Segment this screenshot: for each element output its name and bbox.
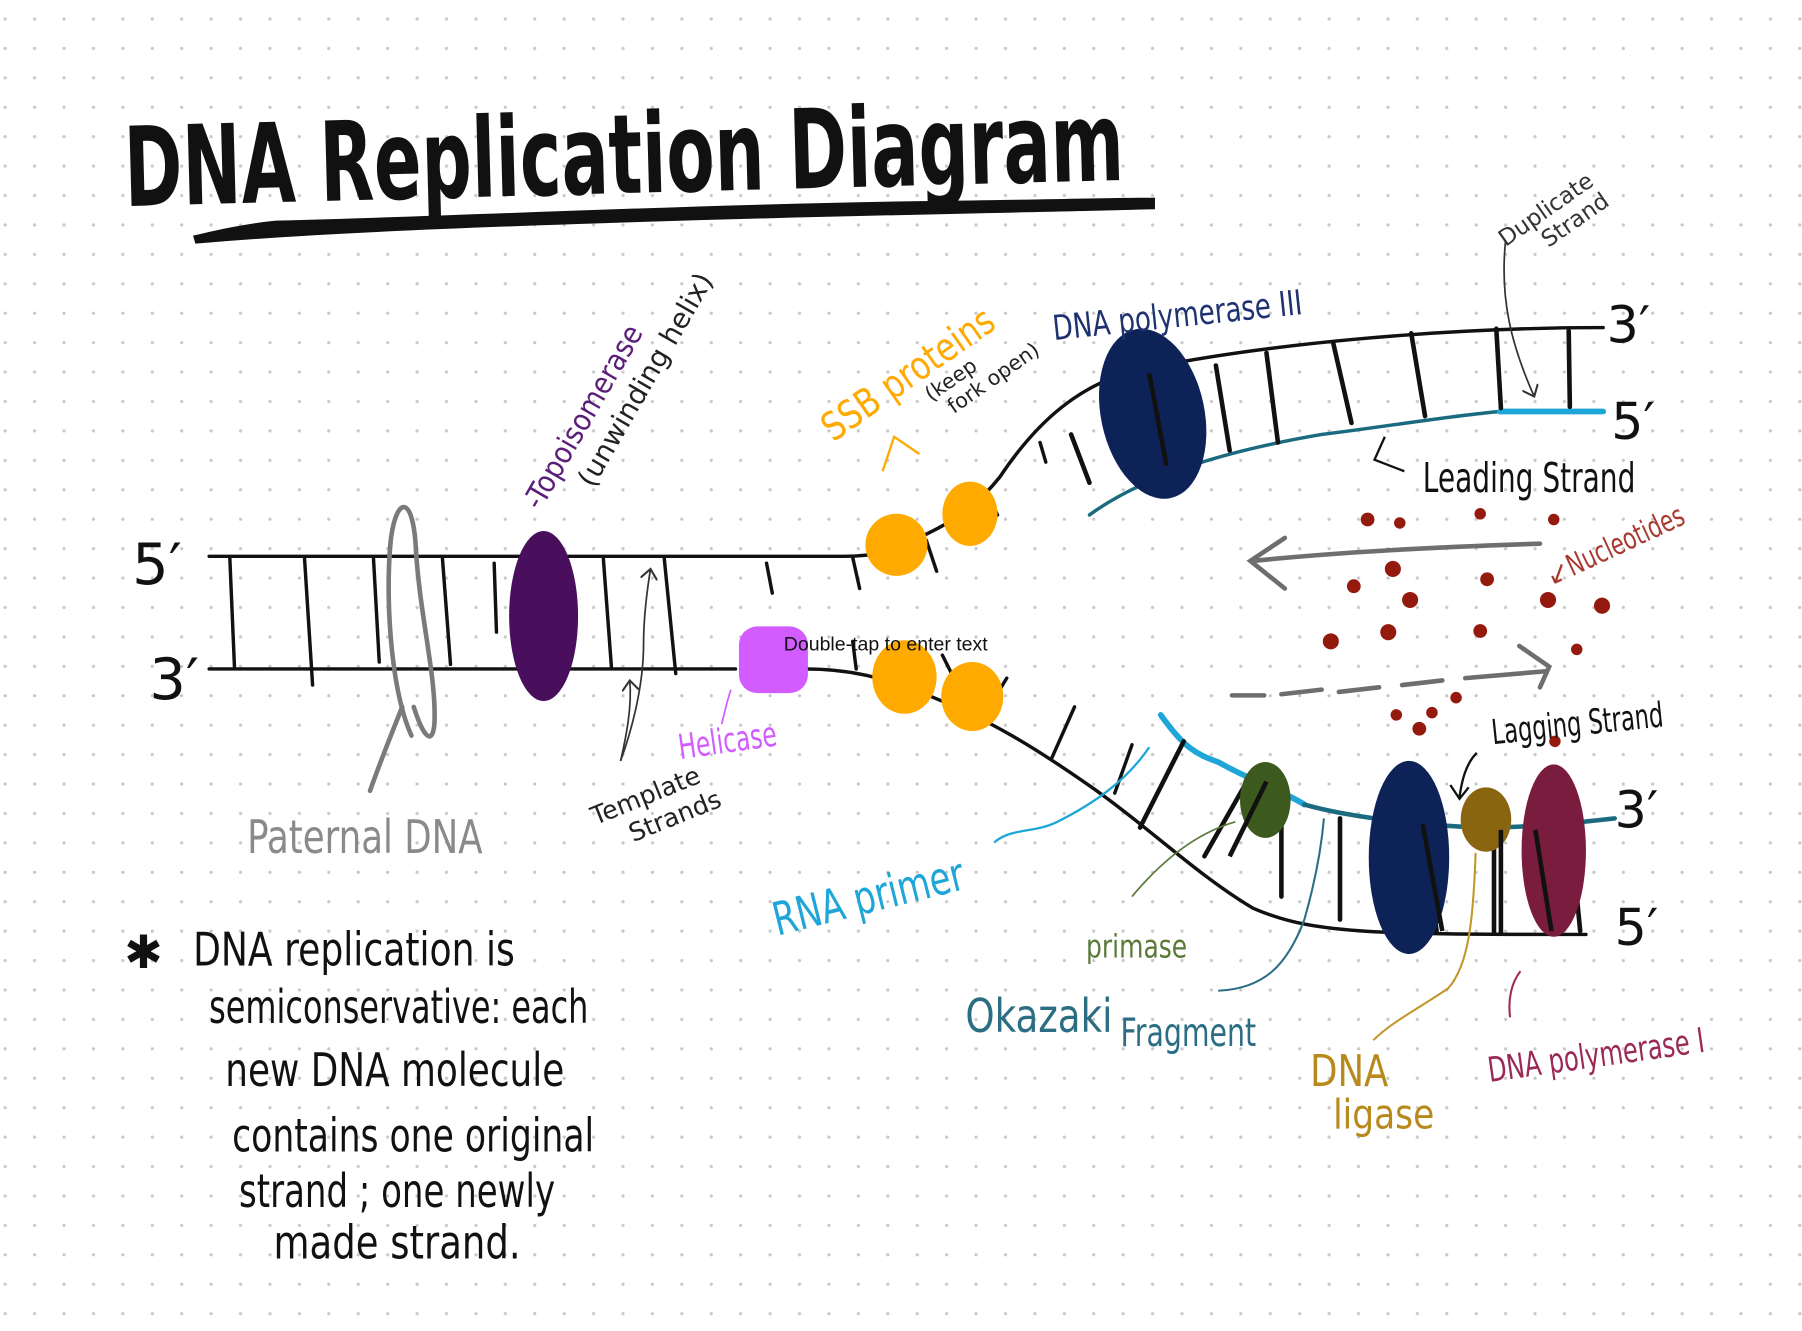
nucleotide xyxy=(1402,591,1419,609)
note-line-6: made strand. xyxy=(274,1216,521,1270)
nucleotide xyxy=(1480,572,1495,587)
nucleotide xyxy=(1384,560,1401,577)
duplicate-strand-pointer xyxy=(1503,241,1534,396)
note-line-5: strand ; one newly xyxy=(239,1164,555,1218)
nucleotide xyxy=(1473,624,1488,638)
left-end-5prime: 5′ xyxy=(132,531,182,598)
label-ligase-2: ligase xyxy=(1333,1091,1434,1139)
label-okazaki-1: Okazaki xyxy=(965,989,1112,1043)
leading-strand-arrow xyxy=(1372,436,1405,473)
leading-end-5prime: 5′ xyxy=(1611,392,1655,451)
left-end-3prime: 3′ xyxy=(149,646,199,713)
parental-dna-loop xyxy=(367,504,437,794)
base-pair-in-primase xyxy=(1227,780,1269,858)
template-strand-arrows xyxy=(619,569,651,762)
base-pair-in-pol1 xyxy=(1533,829,1554,932)
base-pair-in-polymerase xyxy=(1146,373,1169,466)
label-parental-dna: Paternal DNA xyxy=(247,810,483,864)
topoisomerase-blob[interactable] xyxy=(509,531,579,702)
title-underline xyxy=(193,197,1155,244)
lagging-end-5prime: 5′ xyxy=(1615,898,1659,957)
lagging-direction-arrow[interactable] xyxy=(1229,643,1553,698)
label-primase: primase xyxy=(1086,927,1187,965)
nucleotide xyxy=(1450,691,1462,704)
nucleotide xyxy=(1593,597,1611,614)
helicase-pointer xyxy=(720,689,732,725)
nucleotide xyxy=(1360,512,1375,527)
base-pair-in-pol3-lagging xyxy=(1420,823,1445,932)
nucleotide xyxy=(1322,633,1339,650)
dna-polymerase-iii-blob-lagging[interactable] xyxy=(1368,760,1450,954)
rna-primer-pointer xyxy=(993,746,1151,844)
dna-ligase-blob[interactable] xyxy=(1460,787,1512,852)
label-ligase-1: DNA xyxy=(1310,1046,1388,1097)
nucleotide xyxy=(1571,643,1583,656)
note-line-3: new DNA molecule xyxy=(225,1043,564,1097)
nucleotide xyxy=(1426,706,1438,719)
nucleotides xyxy=(1322,508,1611,748)
helicase-blob[interactable] xyxy=(738,626,808,694)
nucleotide xyxy=(1380,624,1397,641)
nucleotide xyxy=(1548,513,1560,526)
leading-end-3prime: 3′ xyxy=(1607,296,1651,355)
ssb-protein-3[interactable] xyxy=(872,640,937,714)
okazaki-pointer xyxy=(1218,818,1325,992)
nucleotide xyxy=(1346,579,1361,594)
nucleotide xyxy=(1539,591,1557,609)
ssb-proteins[interactable] xyxy=(865,481,1004,732)
nucleotide xyxy=(1394,517,1406,529)
primase-pointer xyxy=(1131,820,1236,898)
polymerase-i-pointer xyxy=(1508,970,1522,1018)
nucleotide xyxy=(1390,709,1403,721)
ligase-pointer xyxy=(1372,852,1477,1041)
note-line-4: contains one original xyxy=(232,1109,594,1163)
label-okazaki-2: Fragment xyxy=(1121,1011,1257,1056)
note-line-1: DNA replication is xyxy=(193,922,515,976)
dna-polymerase-iii-blob-leading[interactable] xyxy=(1084,319,1221,509)
label-leading-strand: Leading Strand xyxy=(1423,454,1636,502)
ssb-protein-2[interactable] xyxy=(942,481,998,546)
lagging-strand-pointer xyxy=(1449,752,1478,801)
semiconservative-note: ✱ DNA replication is semiconservative: e… xyxy=(124,922,594,1269)
double-tap-hint[interactable]: Double-tap to enter text xyxy=(784,634,989,656)
ssb-arrow xyxy=(881,434,921,472)
dna-polymerase-i-blob[interactable] xyxy=(1521,764,1586,937)
title-group: DNA Replication Diagram xyxy=(122,79,1155,244)
nucleotide xyxy=(1474,508,1486,520)
primase-blob[interactable] xyxy=(1240,762,1291,838)
ssb-protein-4[interactable] xyxy=(941,662,1004,732)
lagging-end-3prime: 3′ xyxy=(1615,781,1659,840)
nucleotide xyxy=(1549,735,1561,748)
ssb-protein-1[interactable] xyxy=(865,513,928,576)
nucleotide xyxy=(1412,721,1427,736)
leading-direction-arrow[interactable] xyxy=(1246,535,1543,591)
note-line-2: semiconservative: each xyxy=(209,980,588,1034)
note-bullet: ✱ xyxy=(124,925,163,979)
